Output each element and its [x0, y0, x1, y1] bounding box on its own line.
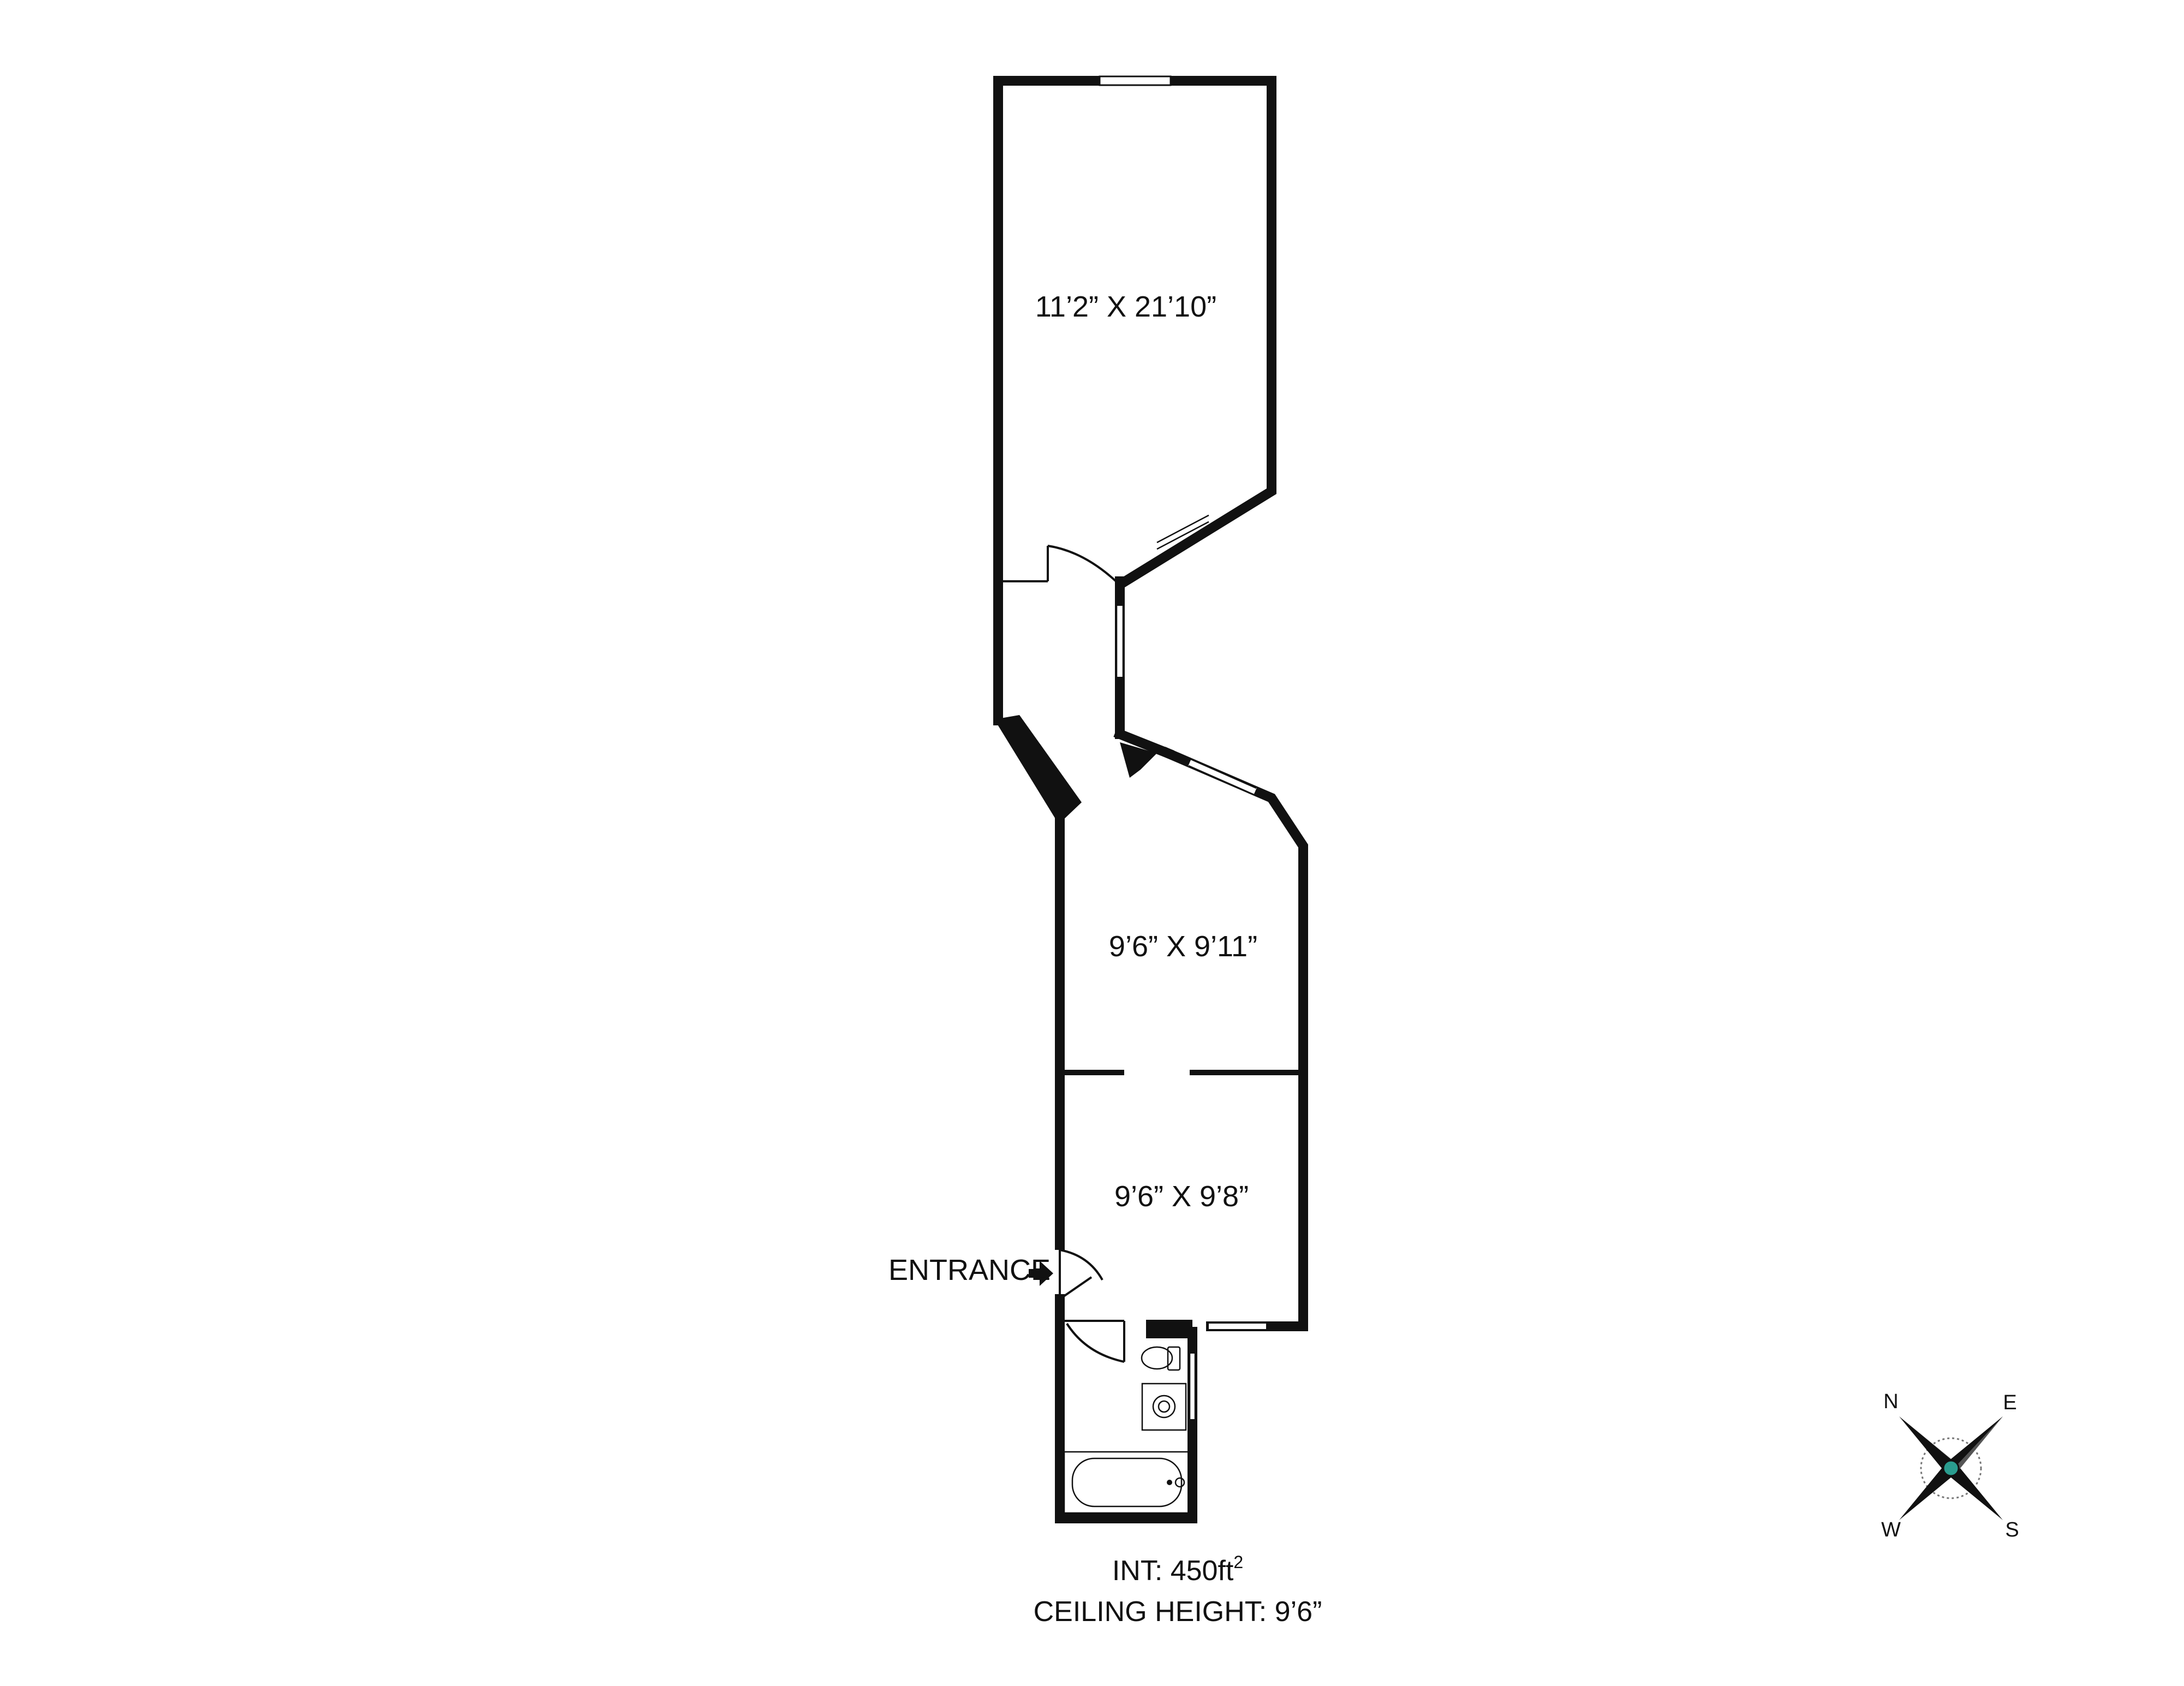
ceiling-height: CEILING HEIGHT: 9’6”: [1034, 1596, 1322, 1628]
middle-room-walls: [1113, 728, 1308, 1331]
bathroom-walls: [1055, 1294, 1269, 1523]
room-label-upper: 11’2” X 21’10”: [1035, 290, 1216, 323]
compass-north: N: [1883, 1390, 1898, 1413]
window-bathroom: [1189, 1354, 1196, 1419]
interior-area-text: INT: 450ft: [1112, 1555, 1234, 1587]
window-angled-upper: [1155, 514, 1211, 550]
room-label-middle: 9’6” X 9’11”: [1109, 930, 1257, 963]
bathroom-door: [1066, 1320, 1125, 1363]
toilet-icon: [1141, 1346, 1181, 1371]
room-label-lower: 9’6” X 9’8”: [1114, 1180, 1249, 1213]
compass-rose-icon: N E S W: [1881, 1390, 2019, 1541]
window-corridor: [1115, 606, 1124, 677]
upper-room-walls: [993, 75, 1276, 739]
compass-south: S: [2005, 1518, 2019, 1541]
compass-center: [1942, 1459, 1960, 1477]
bathtub-icon: [1063, 1451, 1190, 1514]
window-top: [1099, 75, 1172, 86]
entrance-door[interactable]: [1054, 1249, 1103, 1300]
sink-icon: [1141, 1383, 1187, 1431]
interior-area-superscript: 2: [1233, 1552, 1243, 1572]
door-upper-room: [1001, 545, 1117, 582]
interior-area: INT: 450ft2: [1112, 1552, 1243, 1587]
entrance-label: ENTRANCE: [888, 1254, 1051, 1286]
compass-west: W: [1881, 1518, 1901, 1541]
compass-east: E: [2003, 1391, 2016, 1414]
window-angled-middle: [1188, 758, 1257, 796]
corridor-angled-wall: [993, 715, 1082, 1304]
entrance-arrow-icon: [1029, 1261, 1053, 1286]
